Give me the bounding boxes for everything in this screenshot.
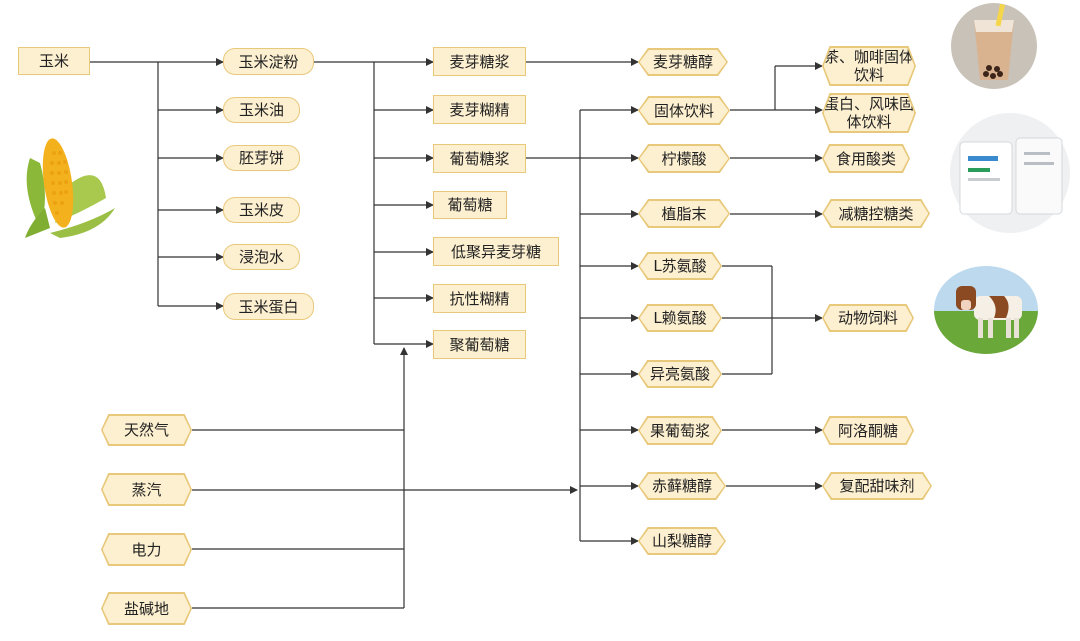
node-threonine: L苏氨酸	[638, 252, 722, 280]
node-electricity: 电力	[101, 533, 192, 566]
node-maltitol: 麦芽糖醇	[638, 48, 728, 76]
bubble-tea-icon	[951, 3, 1037, 89]
node-resistant-dextrin: 抗性糊精	[433, 284, 526, 313]
corn-icon	[25, 138, 115, 238]
node-hfcs: 果葡萄浆	[638, 416, 722, 445]
node-compound-sweetener: 复配甜味剂	[822, 472, 932, 500]
node-corn: 玉米	[18, 47, 90, 75]
node-corn-oil: 玉米油	[223, 97, 300, 123]
node-solid-drink: 固体饮料	[638, 96, 730, 125]
node-steam: 蒸汽	[101, 473, 192, 506]
node-glucose-syrup: 葡萄糖浆	[433, 144, 526, 173]
cow-icon	[934, 266, 1038, 354]
node-creamer: 植脂末	[638, 199, 730, 228]
node-lysine: L赖氨酸	[638, 304, 722, 332]
node-corn-starch: 玉米淀粉	[223, 48, 314, 75]
node-corn-bran: 玉米皮	[223, 197, 300, 223]
node-maltodextrin: 麦芽糊精	[433, 95, 526, 124]
node-saline-land: 盐碱地	[101, 592, 192, 625]
node-polydextrose: 聚葡萄糖	[433, 330, 526, 359]
node-erythritol: 赤藓糖醇	[638, 472, 726, 500]
node-protein-flavor-drink: 蛋白、风味固体饮料	[822, 93, 916, 133]
node-food-acids: 食用酸类	[822, 144, 910, 173]
node-germ-cake: 胚芽饼	[223, 145, 300, 171]
node-corn-protein: 玉米蛋白	[223, 293, 314, 320]
node-citric-acid: 柠檬酸	[638, 144, 730, 173]
node-malt-syrup: 麦芽糖浆	[433, 47, 526, 76]
node-steep-water: 浸泡水	[223, 244, 300, 270]
product-bags-icon	[950, 113, 1070, 233]
node-animal-feed: 动物饲料	[822, 304, 914, 332]
node-allulose: 阿洛酮糖	[822, 416, 914, 445]
node-glucose: 葡萄糖	[433, 191, 507, 219]
node-sorbitol: 山梨糖醇	[638, 527, 726, 555]
node-imo: 低聚异麦芽糖	[433, 237, 559, 266]
node-natural-gas: 天然气	[101, 414, 192, 446]
node-isoleucine: 异亮氨酸	[638, 360, 722, 388]
node-low-sugar: 减糖控糖类	[822, 199, 930, 228]
node-tea-coffee-drink: 茶、咖啡固体饮料	[822, 46, 916, 86]
